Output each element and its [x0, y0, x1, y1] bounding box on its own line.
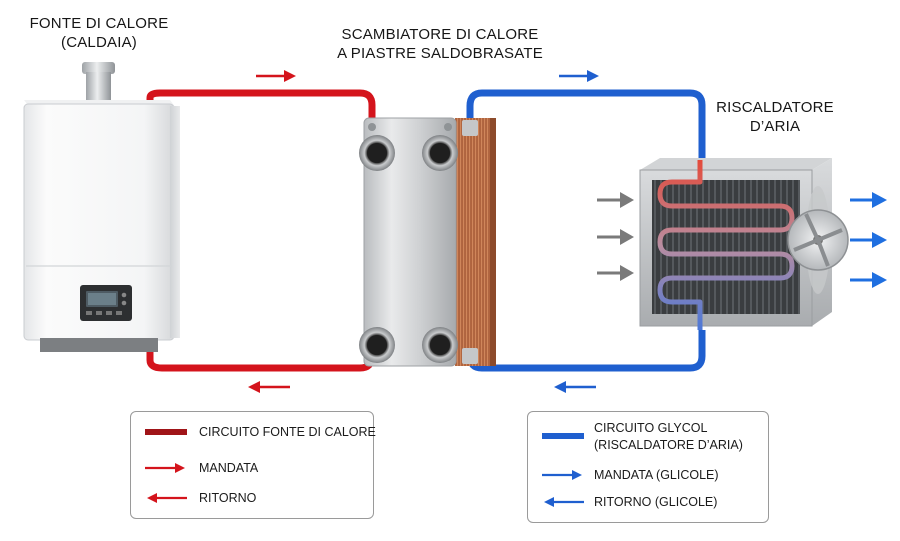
boiler	[23, 62, 180, 352]
legend-heat-circuit-label: CIRCUITO FONTE DI CALORE	[199, 425, 376, 439]
heat-source-label: FONTE DI CALORE (CALDAIA)	[14, 14, 184, 52]
air-heater-fins	[652, 180, 800, 314]
legend-hot-supply-arrow	[145, 463, 185, 473]
legend-glycol-circuit-label-1: CIRCUITO GLYCOL	[594, 421, 708, 435]
exchanger-label: SCAMBIATORE DI CALORE A PIASTRE SALDOBRA…	[310, 25, 570, 63]
legend-glycol-return-label: RITORNO (GLICOLE)	[594, 495, 718, 509]
plate-heat-exchanger	[359, 117, 496, 367]
glycol-supply-pipe	[466, 89, 706, 160]
legend-hot-line-swatch	[145, 429, 187, 435]
air-out-arrow-2	[850, 232, 887, 248]
legend-hot-return-arrow	[147, 493, 187, 503]
legend-hot-return-label: RITORNO	[199, 491, 257, 505]
heat-source-label-line2: (CALDAIA)	[61, 34, 137, 51]
air-heater-label: RISCALDATORE D’ARIA	[700, 98, 850, 136]
legend-heat-source: CIRCUITO FONTE DI CALORE MANDATA RITORNO	[130, 411, 376, 519]
air-heater	[639, 158, 849, 330]
hot-supply-arrow	[256, 70, 296, 82]
exchanger-front-plate	[363, 117, 457, 367]
glycol-return-pipe	[466, 330, 706, 372]
air-heater-label-line1: RISCALDATORE	[716, 99, 834, 116]
glycol-return-arrow	[554, 381, 596, 393]
legend-glycol-supply-label: MANDATA (GLICOLE)	[594, 468, 719, 482]
boiler-chimney-cap	[82, 62, 115, 74]
air-in-arrow-3	[597, 265, 634, 281]
hot-supply-pipe	[146, 89, 376, 132]
legend-glycol-line-swatch	[542, 433, 584, 439]
air-outlet-arrows	[850, 192, 887, 288]
air-in-arrow-2	[597, 229, 634, 245]
glycol-supply-arrow	[559, 70, 599, 82]
boiler-bottom	[40, 338, 158, 352]
air-out-arrow-1	[850, 192, 887, 208]
boiler-chimney	[86, 72, 111, 104]
air-inlet-arrows	[597, 192, 634, 281]
legend-hot-supply-label: MANDATA	[199, 461, 259, 475]
legend-glycol: CIRCUITO GLYCOL (RISCALDATORE D’ARIA) MA…	[527, 411, 769, 523]
air-heater-label-line2: D’ARIA	[749, 118, 801, 135]
heat-source-label-line1: FONTE DI CALORE	[29, 15, 169, 32]
hot-return-arrow	[248, 381, 290, 393]
air-in-arrow-1	[597, 192, 634, 208]
legend-glycol-circuit-label-2: (RISCALDATORE D’ARIA)	[594, 438, 743, 452]
hot-circuit-pipes	[146, 89, 376, 372]
legend-glycol-return-arrow	[544, 497, 584, 507]
hot-return-pipe	[146, 345, 376, 372]
exchanger-label-line2: A PIASTRE SALDOBRASATE	[337, 45, 543, 62]
air-out-arrow-3	[850, 272, 887, 288]
exchanger-label-line1: SCAMBIATORE DI CALORE	[341, 26, 539, 43]
air-heater-coil	[657, 160, 795, 330]
legend-glycol-supply-arrow	[542, 470, 582, 480]
exchanger-plates	[455, 118, 493, 366]
